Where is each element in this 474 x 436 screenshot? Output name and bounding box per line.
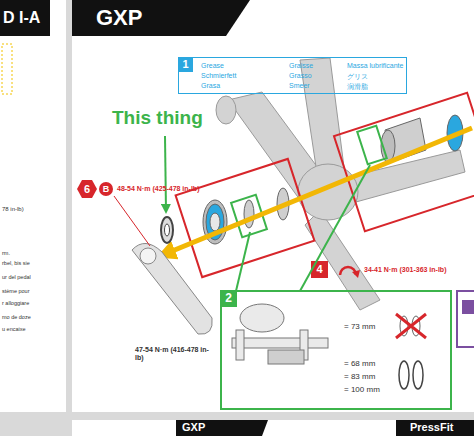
cut-text: u encaixe — [2, 326, 26, 332]
measure-box: 2 = 73 mm = 68 mm = 83 mm = 100 mm — [220, 290, 452, 410]
node-text: Graisse — [289, 62, 313, 69]
cut-text: mo de doze — [2, 314, 31, 320]
callout-letter: B — [99, 182, 113, 196]
cut-text: rm. — [2, 250, 10, 256]
grease-key-box: 1 Grease Graisse Massa lubrificanteSchmierf… — [178, 57, 407, 94]
node-text: = 100 mm — [344, 385, 380, 394]
node-text: Massa lubrificante — [347, 62, 403, 69]
node-text: Grasa — [201, 82, 220, 89]
cut-text: rbel, bis sie — [2, 260, 30, 266]
cut-text: 78 in-lb) — [2, 206, 24, 213]
section-title: GXP — [96, 6, 142, 30]
torque-spec: 48-54 N·m (425-478 in-lb) — [117, 185, 199, 193]
node-text: Schmierfett — [201, 72, 236, 79]
node-text: = 73 mm — [344, 322, 375, 331]
node-text: 润滑脂 — [347, 82, 368, 92]
node-text: グリス — [347, 72, 368, 82]
torque-spec: 47-54 N·m (416-478 in-lb) — [135, 346, 217, 361]
cut-text: stème pour — [2, 288, 30, 294]
cut-text: ur del pedal — [2, 274, 31, 280]
cut-text: r alloggiare — [2, 300, 29, 306]
page-header: D I-A — [3, 9, 40, 27]
callout-number: 6 — [77, 180, 97, 198]
node-text: Smeer — [289, 82, 310, 89]
section-header: GXP — [182, 421, 205, 433]
node-text: = 83 mm — [344, 372, 375, 381]
node-text: = 68 mm — [344, 359, 375, 368]
node-text: Grease — [201, 62, 224, 69]
torque-spec: 34-41 N·m (301-363 in-lb) — [364, 266, 446, 274]
section-header: PressFit — [410, 421, 453, 433]
callout-number: 1 — [178, 57, 193, 72]
annotation-text: This thing — [112, 108, 203, 129]
callout-number: 2 — [220, 290, 237, 307]
node-text: Grasso — [289, 72, 312, 79]
callout-number: 4 — [311, 261, 328, 278]
